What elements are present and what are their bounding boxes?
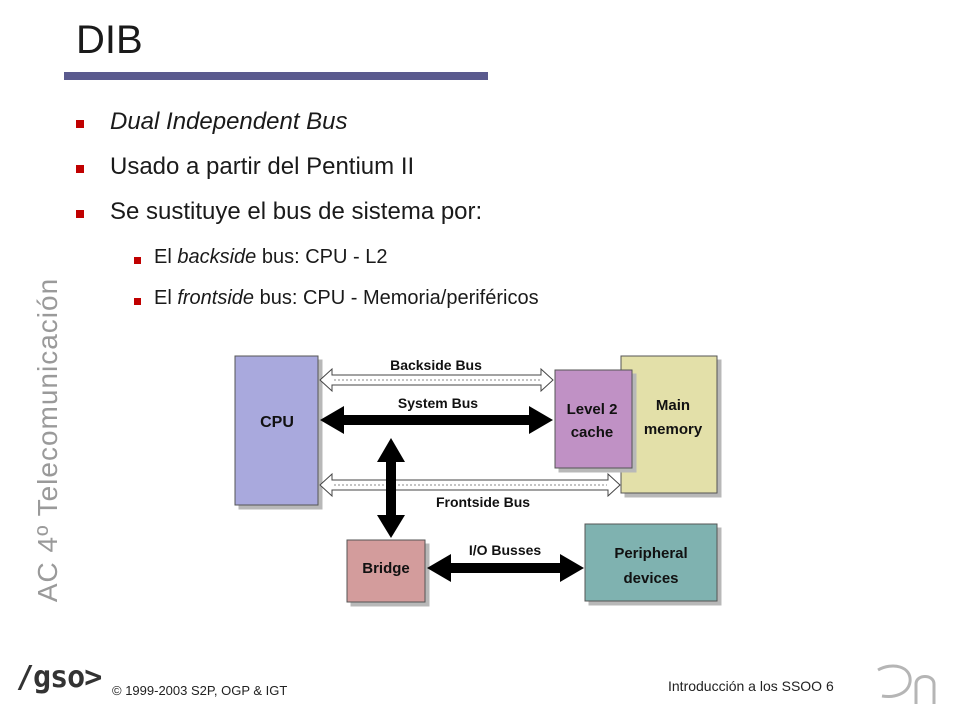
peripheral-label-line2: devices — [623, 570, 678, 587]
system-bus-arrow — [320, 406, 553, 434]
frontside-bus-label: Frontside Bus — [436, 494, 530, 510]
bullet-text: Usado a partir del Pentium II — [110, 153, 415, 180]
cpu-box — [234, 355, 319, 506]
bullet-square-icon — [76, 120, 84, 128]
sidebar-vertical-label: AC 4º Telecomunicación — [32, 277, 63, 603]
backside-bus-label: Backside Bus — [390, 357, 482, 373]
corner-logo-icon — [877, 664, 936, 704]
bridge-box — [346, 539, 426, 603]
main-memory-label-line1: Main — [656, 397, 690, 414]
bullet-text: Se sustituye el bus de sistema por: — [110, 198, 483, 225]
bullet-square-icon — [76, 210, 84, 218]
peripheral-label-line1: Peripheral — [614, 545, 687, 562]
bullet-text: Dual Independent Bus — [110, 108, 348, 135]
cpu-label: CPU — [260, 414, 294, 431]
sub-bullet-text: El frontside bus: CPU - Memoria/periféri… — [154, 287, 539, 309]
frontside-bus-arrow — [319, 472, 621, 498]
main-memory-box — [620, 355, 718, 494]
bridge-label: Bridge — [362, 560, 410, 577]
main-memory-label-line2: memory — [644, 421, 703, 438]
bullet-square-icon — [76, 165, 84, 173]
bullet-square-icon — [134, 298, 141, 305]
l2-cache-label-line2: cache — [571, 424, 614, 441]
system-bus-label: System Bus — [398, 395, 478, 411]
io-busses-label: I/O Busses — [469, 542, 542, 558]
l2-cache-label-line1: Level 2 — [567, 401, 618, 418]
footer-page-label: Introducción a los SSOO 6 — [668, 678, 834, 694]
title-underline — [64, 72, 488, 80]
footer-copyright: © 1999-2003 S2P, OGP & IGT — [112, 683, 288, 698]
io-busses-arrow — [427, 554, 584, 582]
gso-logo: /gso> — [16, 660, 102, 695]
slide-title: DIB — [76, 18, 143, 62]
bullet-square-icon — [134, 257, 141, 264]
sub-bullet-text: El backside bus: CPU - L2 — [154, 246, 388, 268]
vertical-bus-arrow — [377, 438, 405, 538]
peripheral-devices-box — [584, 523, 718, 602]
l2-cache-box — [554, 369, 633, 469]
backside-bus-arrow — [319, 367, 554, 393]
